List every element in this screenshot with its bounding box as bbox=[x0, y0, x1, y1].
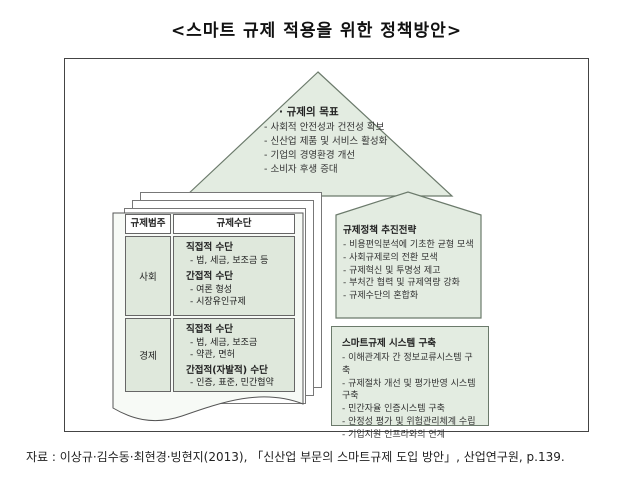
means-heading: 간접적 수단 bbox=[186, 271, 234, 282]
category-cell-economic: 경제 bbox=[125, 318, 171, 392]
system-item: 안정성 평가 및 위험관리체계 수립 bbox=[342, 416, 478, 429]
system-heading: 스마트규제 시스템 구축 bbox=[342, 338, 437, 349]
system-item: 규제절차 개선 및 평가반영 시스템 구축 bbox=[342, 378, 478, 404]
strategy-heading: 규제정책 추진전략 bbox=[343, 225, 417, 236]
means-cell-economic: 직접적 수단 법, 세금, 보조금 약관, 면허 간접적(자발적) 수단 인증,… bbox=[173, 318, 295, 392]
category-label: 사회 bbox=[139, 272, 157, 283]
system-item: 이해관계자 간 정보교류시스템 구축 bbox=[342, 352, 478, 378]
means-item: 시장유인규제 bbox=[186, 296, 294, 309]
system-box: 스마트규제 시스템 구축 이해관계자 간 정보교류시스템 구축 규제절차 개선 … bbox=[331, 326, 489, 440]
category-label: 경제 bbox=[139, 351, 157, 362]
strategy-item: 규제수단의 혼합화 bbox=[343, 290, 481, 303]
goal-heading: · 규제의 목표 bbox=[279, 106, 339, 118]
goal-list: 사회적 안전성과 건전성 확보 신산업 제품 및 서비스 활성화 기업의 경영환… bbox=[264, 121, 387, 177]
goal-item: 소비자 후생 증대 bbox=[264, 163, 387, 177]
header-category: 규제범주 bbox=[125, 214, 171, 234]
means-item: 법, 세금, 보조금 등 bbox=[186, 255, 294, 268]
goal-item: 사회적 안전성과 건전성 확보 bbox=[264, 121, 387, 135]
means-item: 법, 세금, 보조금 bbox=[186, 337, 294, 350]
diagram-frame bbox=[64, 58, 589, 432]
strategy-list: 비용편익분석에 기초한 균형 모색 사회규제로의 전환 모색 규제혁신 및 투명… bbox=[343, 239, 481, 303]
strategy-item: 규제혁신 및 투명성 제고 bbox=[343, 265, 481, 278]
system-item: 민간자율 인증시스템 구축 bbox=[342, 403, 478, 416]
means-item: 약관, 면허 bbox=[186, 349, 294, 362]
strategy-item: 비용편익분석에 기초한 균형 모색 bbox=[343, 239, 481, 252]
means-heading: 직접적 수단 bbox=[186, 324, 234, 335]
diagram-title: <스마트 규제 적용을 위한 정책방안> bbox=[170, 21, 463, 41]
means-cell-social: 직접적 수단 법, 세금, 보조금 등 간접적 수단 여론 형성 시장유인규제 bbox=[173, 236, 295, 316]
system-list: 이해관계자 간 정보교류시스템 구축 규제절차 개선 및 평가반영 시스템 구축… bbox=[342, 352, 478, 442]
strategy-item: 사회규제로의 전환 모색 bbox=[343, 252, 481, 265]
header-means: 규제수단 bbox=[173, 214, 295, 234]
means-item: 여론 형성 bbox=[186, 284, 294, 297]
system-item: 기업지원 인프라와의 연계 bbox=[342, 429, 478, 442]
means-heading: 직접적 수단 bbox=[186, 242, 234, 253]
strategy-box: 규제정책 추진전략 비용편익분석에 기초한 균형 모색 사회규제로의 전환 모색… bbox=[341, 222, 481, 303]
goal-item: 기업의 경영환경 개선 bbox=[264, 149, 387, 163]
means-item: 인증, 표준, 민간협약 bbox=[186, 377, 294, 390]
source-citation: 자료 : 이상규·김수동·최현경·빙현지(2013), 「신산업 부문의 스마트… bbox=[26, 450, 565, 464]
category-cell-social: 사회 bbox=[125, 236, 171, 316]
means-heading: 간접적(자발적) 수단 bbox=[186, 364, 268, 376]
strategy-item: 부처간 협력 및 규제역량 강화 bbox=[343, 277, 481, 290]
goal-item: 신산업 제품 및 서비스 활성화 bbox=[264, 135, 387, 149]
